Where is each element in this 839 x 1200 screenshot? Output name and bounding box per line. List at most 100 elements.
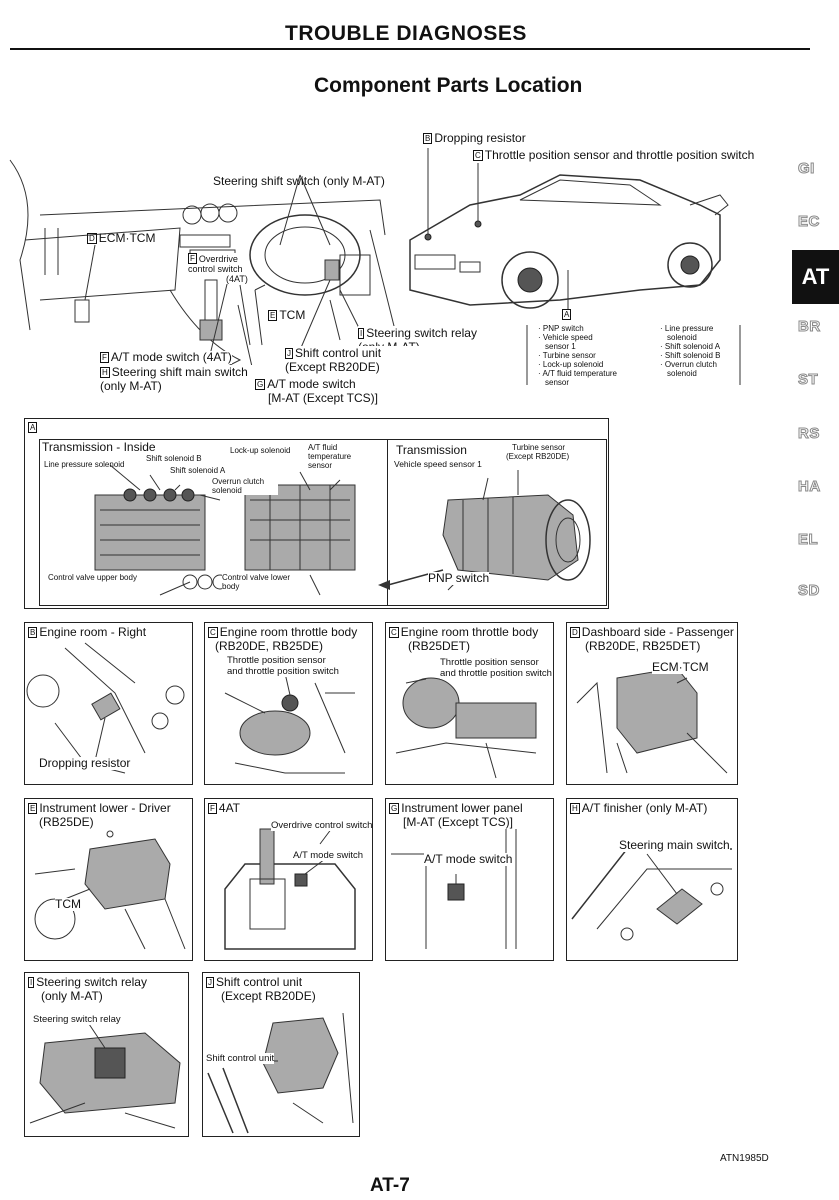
tab-el[interactable]: EL bbox=[797, 531, 819, 549]
panel-d-title: Dashboard side - Passenger bbox=[581, 625, 734, 639]
sensor-item: · PNP switch bbox=[538, 324, 584, 333]
tag-b: B bbox=[423, 133, 433, 144]
panel-i-label: Steering switch relay bbox=[33, 1014, 121, 1025]
panel-b-title: Engine room - Right bbox=[39, 625, 147, 639]
panel-h-title: A/T finisher (only M-AT) bbox=[581, 801, 708, 815]
panel-c1-title: Engine room throttle body bbox=[219, 625, 358, 639]
panel-f-label-1: Overdrive control switch bbox=[271, 820, 373, 831]
tag-j: J bbox=[285, 348, 293, 359]
panel-b-drawing bbox=[26, 642, 185, 774]
label-overrun-clutch: Overrun clutch solenoid bbox=[212, 477, 278, 495]
tag-h: H bbox=[100, 367, 110, 378]
panel-h-drawing bbox=[571, 848, 732, 941]
tab-br[interactable]: BR bbox=[798, 318, 821, 336]
label-at-mode-4at: A/T mode switch (4AT) bbox=[110, 350, 232, 364]
tag-panel-c2: C bbox=[389, 627, 399, 638]
panel-g-label: A/T mode switch bbox=[424, 852, 513, 866]
label-fluid-temp: A/T fluid temperature sensor bbox=[308, 443, 352, 470]
label-line-pressure: Line pressure solenoid bbox=[44, 460, 125, 469]
label-at-mode-mat-note: [M-AT (Except TCS)] bbox=[268, 391, 379, 405]
label-shift-control-unit: Shift control unit (Except RB20DE) bbox=[285, 346, 382, 374]
figure-code: ATN1985D bbox=[720, 1153, 769, 1164]
label-cv-lower: Control valve lower body bbox=[222, 573, 302, 591]
tag-f2: F bbox=[100, 352, 109, 363]
label-tcm: TCM bbox=[279, 308, 306, 322]
panel-e-title: Instrument lower - Driver bbox=[39, 801, 171, 815]
tag-panel-j: J bbox=[206, 977, 214, 988]
panel-g-subtitle: [M-AT (Except TCS)] bbox=[403, 815, 514, 829]
tab-st[interactable]: ST bbox=[797, 371, 819, 389]
tab-ha[interactable]: HA bbox=[798, 478, 821, 496]
tag-panel-h: H bbox=[570, 803, 580, 814]
section-title: TROUBLE DIAGNOSES bbox=[285, 22, 527, 45]
transmission-outside-box: Transmission Vehicle speed sensor 1 Turb… bbox=[378, 439, 607, 606]
tab-gi[interactable]: GI bbox=[798, 160, 815, 178]
tag-a: A bbox=[562, 309, 572, 320]
panel-j-label: Shift control unit bbox=[206, 1053, 275, 1064]
header-rule bbox=[10, 20, 810, 50]
panel-g-title: Instrument lower panel bbox=[401, 801, 523, 815]
panel-h-label: Steering main switch bbox=[619, 838, 730, 852]
label-lockup: Lock-up solenoid bbox=[230, 446, 291, 455]
panel-j-title: Shift control unit bbox=[216, 975, 303, 989]
panel-c1-label-1: Throttle position sensor bbox=[227, 655, 326, 666]
label-cv-upper: Control valve upper body bbox=[48, 573, 137, 582]
label-ecm-tcm: ECM·TCM bbox=[98, 231, 156, 245]
label-dropping-resistor: Dropping resistor bbox=[434, 131, 526, 145]
label-shift-solenoid-a: Shift solenoid A bbox=[170, 466, 226, 475]
panel-c2-label-2: and throttle position switch bbox=[440, 668, 552, 679]
label-shift-solenoid-b: Shift solenoid B bbox=[146, 454, 202, 463]
label-vss: Vehicle speed sensor 1 bbox=[394, 459, 482, 469]
panel-a: A Transmission - Inside Shift solenoid B… bbox=[24, 418, 609, 609]
sensor-item: · Shift solenoid B bbox=[660, 351, 721, 360]
tag-panel-g: G bbox=[389, 803, 400, 814]
sensor-item: · Overrun clutch bbox=[660, 360, 717, 369]
panel-c1-subtitle: (RB20DE, RB25DE) bbox=[215, 639, 324, 653]
tab-ec[interactable]: EC bbox=[798, 213, 820, 231]
panel-d-subtitle: (RB20DE, RB25DET) bbox=[585, 639, 701, 653]
label-overdrive-switch: Overdrive control switch bbox=[188, 254, 243, 274]
dashboard-drawing bbox=[9, 159, 396, 381]
sensor-item: · Turbine sensor bbox=[538, 351, 596, 360]
panel-d-label: ECM·TCM bbox=[652, 660, 709, 674]
tag-panel-c1: C bbox=[208, 627, 218, 638]
panel-i-subtitle: (only M-AT) bbox=[41, 989, 103, 1003]
tag-panel-b: B bbox=[28, 627, 38, 638]
tab-at-active[interactable]: AT bbox=[792, 250, 839, 304]
label-turbine-note: (Except RB20DE) bbox=[506, 452, 570, 461]
label-pnp: PNP switch bbox=[428, 571, 490, 585]
sensor-list-right: · Line pressure solenoid · Shift solenoi… bbox=[660, 324, 720, 378]
panel-e-subtitle: (RB25DE) bbox=[39, 815, 94, 829]
panel-i-drawing bbox=[29, 1017, 181, 1129]
tag-g: G bbox=[255, 379, 266, 390]
tag-panel-d: D bbox=[570, 627, 580, 638]
inside-title: Transmission - Inside bbox=[42, 440, 156, 454]
page-number: AT-7 bbox=[370, 1175, 410, 1196]
panel-b-label: Dropping resistor bbox=[39, 756, 131, 770]
tab-rs[interactable]: RS bbox=[798, 425, 820, 443]
sensor-item: sensor bbox=[545, 378, 570, 387]
car-drawing bbox=[409, 148, 741, 385]
sensor-item: solenoid bbox=[667, 333, 697, 342]
panel-f-title: 4AT bbox=[218, 801, 241, 815]
sensor-item: · Vehicle speed bbox=[538, 333, 593, 342]
panel-c1-drawing bbox=[224, 672, 355, 774]
panel-j-subtitle: (Except RB20DE) bbox=[221, 989, 316, 1003]
tab-sd[interactable]: SD bbox=[798, 582, 820, 600]
tag-c: C bbox=[473, 150, 483, 161]
panel-e-label: TCM bbox=[55, 897, 81, 911]
label-steering-main-switch: Steering shift main switch (only M-AT) bbox=[100, 365, 248, 393]
tag-d: D bbox=[87, 233, 97, 244]
panel-i-title: Steering switch relay bbox=[36, 975, 147, 989]
label-throttle-position: Throttle position sensor and throttle po… bbox=[484, 148, 755, 162]
